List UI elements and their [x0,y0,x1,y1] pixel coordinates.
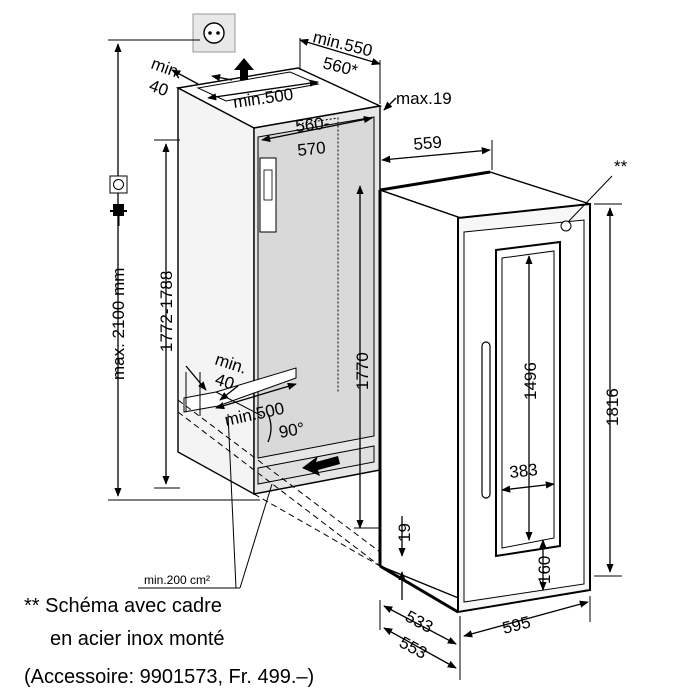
dim-383: 383 [508,460,538,482]
dim-min-550: min.550 [311,27,374,60]
dim-max-2100: max. 2100 mm [109,268,128,380]
footnote-line-2: en acier inox monté [50,628,225,650]
ventilation-up-arrow-icon [234,58,254,80]
dim-19: 19 [395,523,414,542]
dim-533: 533 [402,607,436,637]
double-star-marker: ** [614,157,628,176]
dim-min-40-top-value: 40 [147,76,171,100]
dim-559: 559 [413,133,443,154]
socket-icon [192,13,236,53]
dim-1496: 1496 [521,362,540,400]
plug-icon [110,204,127,226]
dim-1770: 1770 [353,352,372,390]
dim-560-star: 560* [321,53,360,80]
dim-595: 595 [500,613,532,638]
appliance [378,170,613,614]
airflow-arrow-icon [302,456,340,476]
floor-projection [177,399,381,567]
dim-560-570-line2: 570 [296,138,326,160]
dim-90-degrees: 90° [277,419,306,442]
dim-max-19: max.19 [396,89,452,108]
dim-560-570-line1: 560- [294,114,330,136]
footnote-line-1: ** Schéma avec cadre [24,595,222,617]
dim-min-200-cm2: min.200 cm² [144,573,210,587]
dim-160: 160 [535,556,554,584]
dim-1816: 1816 [603,388,622,426]
socket-icon-vertical [109,175,128,194]
footnote-line-3: (Accessoire: 9901573, Fr. 499.–) [24,666,314,688]
dim-1772-1788: 1772-1788 [157,271,176,352]
